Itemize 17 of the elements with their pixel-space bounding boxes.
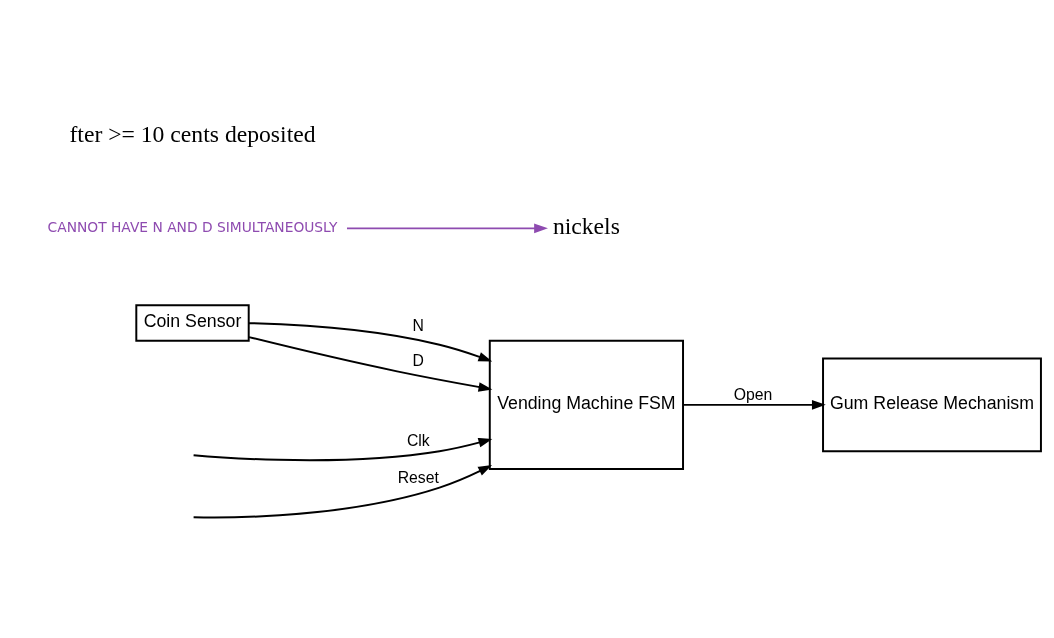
node-box: Vending Machine FSM bbox=[488, 339, 684, 470]
arrow bbox=[192, 437, 493, 462]
arrow bbox=[248, 336, 493, 392]
edge-label: D bbox=[412, 352, 424, 370]
label: fter >= 10 cents deposited bbox=[69, 120, 316, 147]
node-box: Coin Sensor bbox=[135, 304, 250, 342]
arrow bbox=[248, 322, 493, 362]
edge-label: N bbox=[412, 316, 424, 334]
edge-label: Clk bbox=[406, 432, 430, 450]
arrow bbox=[346, 223, 548, 234]
node-box: Gum Release Mechanism bbox=[822, 357, 1042, 453]
edge-label: Open bbox=[733, 385, 773, 403]
arrow bbox=[682, 400, 826, 410]
node-text: CANNOT HAVE N AND D SIMULTANEOUSLY bbox=[47, 219, 338, 236]
edge-label: Reset bbox=[397, 468, 439, 486]
arrow bbox=[192, 465, 493, 519]
node-text: nickels bbox=[552, 213, 620, 240]
